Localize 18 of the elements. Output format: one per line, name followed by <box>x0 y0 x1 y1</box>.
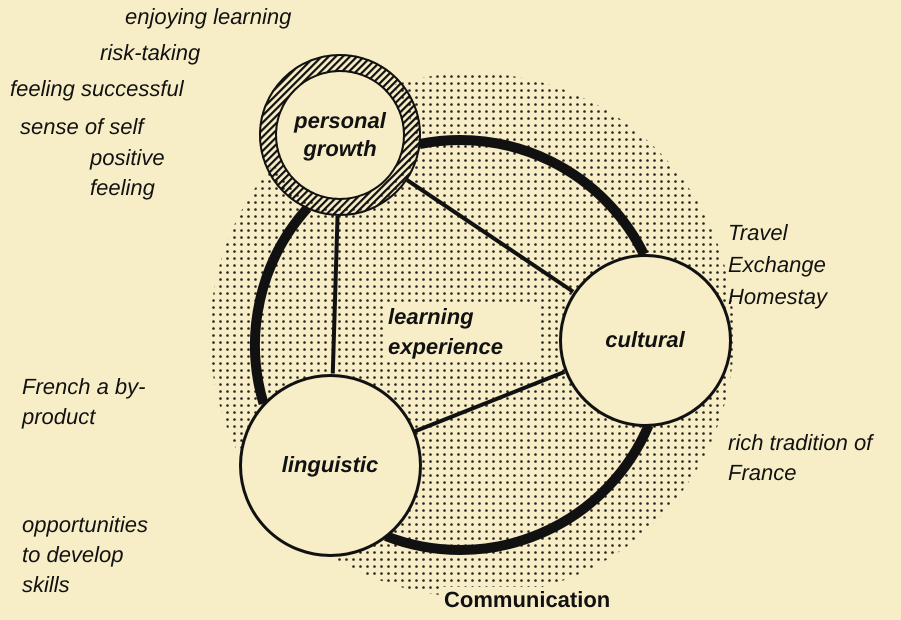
annotation-text: sense of self <box>20 113 144 141</box>
node-label: personal growth <box>292 107 388 163</box>
annotation-text: Travel <box>728 219 788 247</box>
annotation-text: feeling successful <box>10 75 184 103</box>
node-label: cultural <box>604 326 686 354</box>
hatched-circle <box>259 54 421 216</box>
annotation-text: French a by-product <box>22 373 146 431</box>
annotation-text: rich tradition of France <box>728 429 873 487</box>
circle-node <box>238 374 422 556</box>
annotation-text: opportunities to develop skills <box>22 511 149 599</box>
annotation-text: Homestay <box>728 283 828 311</box>
annotation-text: risk-taking <box>100 39 200 67</box>
annotation-text: Exchange <box>728 251 826 279</box>
annotation-text: positive feeling <box>90 144 166 202</box>
node-label: linguistic <box>280 451 380 479</box>
connector-line <box>330 216 340 374</box>
annotation-text: enjoying learning <box>125 3 292 31</box>
ring-arc <box>250 204 312 405</box>
